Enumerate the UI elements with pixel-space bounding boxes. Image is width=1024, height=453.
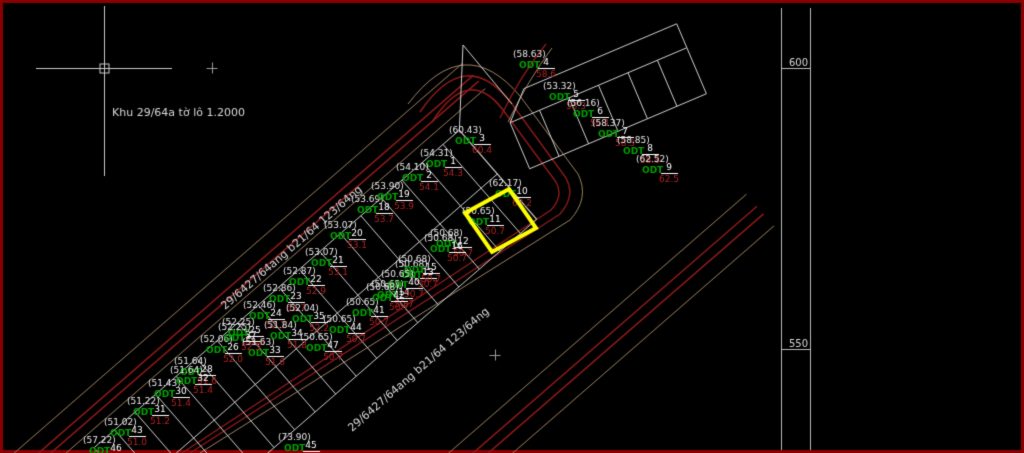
cad-drawing-canvas[interactable] [0,0,1024,453]
cad-drawing-window[interactable]: Khu 29/64a tờ lô 1.2000 ODT [0,0,1024,453]
